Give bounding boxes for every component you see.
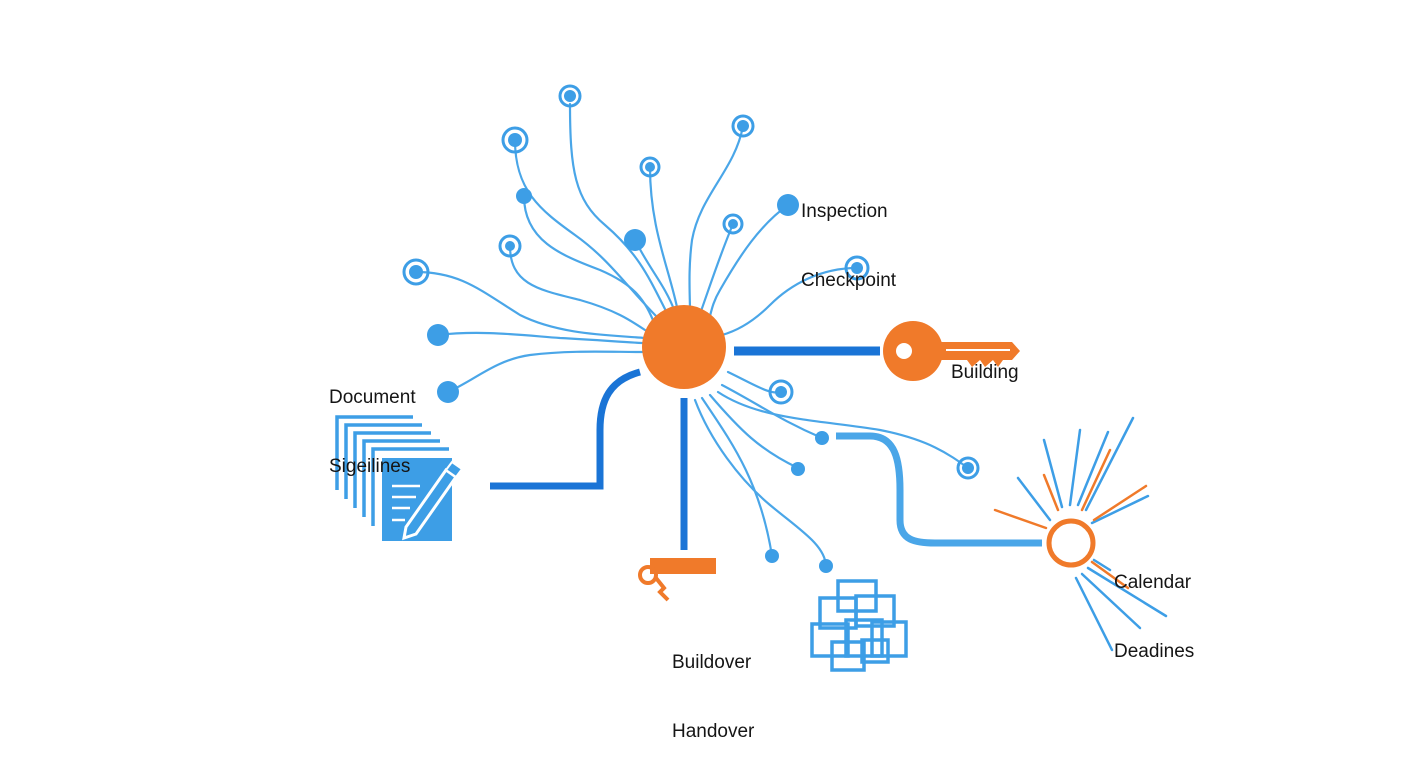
node bbox=[956, 456, 980, 480]
small-key-icon bbox=[638, 558, 716, 602]
node bbox=[768, 379, 794, 405]
calendar-deadlines-label: Calendar Deadines bbox=[1114, 525, 1194, 686]
building-label: Building bbox=[951, 315, 1019, 407]
label-line: Sigeilines bbox=[329, 456, 411, 477]
label-line: Document bbox=[329, 387, 416, 408]
label-line: Deadines bbox=[1114, 641, 1195, 662]
node bbox=[639, 156, 661, 178]
sunburst-icon bbox=[993, 416, 1168, 652]
key-icon bbox=[883, 321, 1020, 381]
label-line: Checkpoint bbox=[801, 270, 897, 291]
node bbox=[791, 462, 805, 476]
node bbox=[765, 549, 779, 563]
label-line: Handover bbox=[672, 721, 755, 742]
document-stack-icon bbox=[335, 415, 464, 541]
hub-node bbox=[642, 305, 726, 389]
blue-nodes bbox=[402, 84, 980, 573]
node bbox=[777, 194, 799, 216]
node bbox=[722, 213, 744, 235]
label-line: Buildover bbox=[672, 652, 752, 673]
node bbox=[427, 324, 449, 346]
node bbox=[624, 229, 646, 251]
node bbox=[402, 258, 430, 286]
handover-label: Buildover Handover bbox=[672, 605, 754, 766]
label-line: Building bbox=[951, 362, 1019, 383]
node bbox=[516, 188, 532, 204]
pencil-icon bbox=[402, 460, 464, 541]
document-label: Document Sigeilines bbox=[329, 340, 416, 501]
node bbox=[819, 559, 833, 573]
inspection-checkpoint-label: Inspection Checkpoint bbox=[801, 154, 896, 315]
network-blocks-icon bbox=[810, 579, 908, 672]
label-line: Inspection bbox=[801, 201, 888, 222]
node bbox=[844, 255, 870, 281]
node bbox=[501, 126, 529, 154]
node bbox=[437, 381, 459, 403]
node bbox=[731, 114, 755, 138]
connector-lines bbox=[490, 346, 1042, 550]
label-line: Calendar bbox=[1114, 572, 1192, 593]
node bbox=[815, 431, 829, 445]
node bbox=[498, 234, 522, 258]
node bbox=[558, 84, 582, 108]
